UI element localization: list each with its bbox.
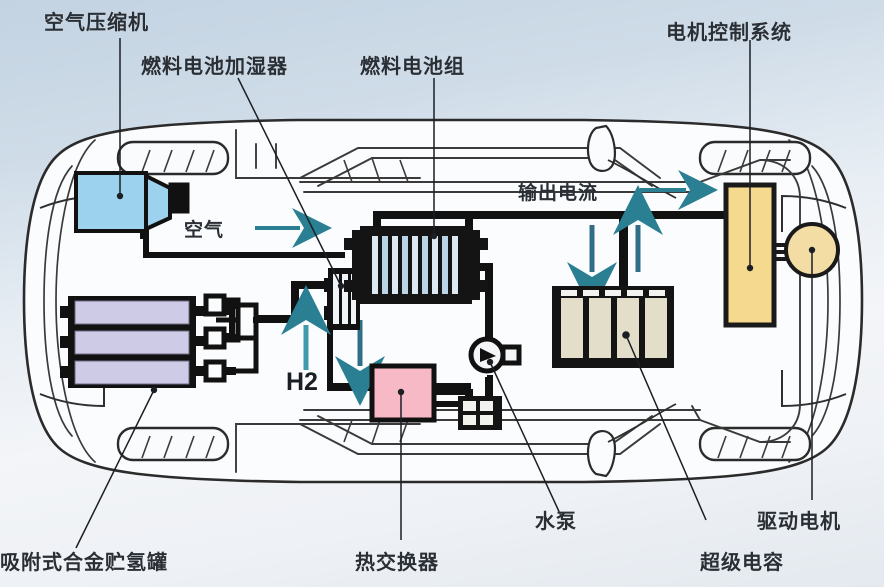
label-air-flow: 空气: [184, 220, 225, 241]
mirror-top: [586, 124, 616, 172]
label-hydrogen: H2: [286, 368, 318, 396]
hydrogen-storage-tanks: [60, 293, 236, 388]
hydrogen-tank-piping: [236, 302, 259, 374]
air-compressor-component: [74, 171, 190, 233]
car-inner-contour: [43, 139, 841, 463]
label-water-pump: 水泵: [535, 511, 577, 533]
car-rear-panel: [759, 159, 801, 443]
supercapacitor-component: [552, 286, 674, 368]
label-fuel-cell-stack: 燃料电池组: [360, 56, 465, 78]
mirror-bottom: [586, 430, 616, 478]
label-heat-exchanger: 热交换器: [355, 552, 439, 574]
callout-leader-lines: [75, 38, 816, 549]
wheel-front-left: [116, 140, 230, 176]
car-side-mirrors: [586, 124, 616, 478]
label-output-current: 输出电流: [518, 183, 599, 204]
label-air-compressor: 空气压缩机: [44, 12, 149, 34]
car-wheel-treads: [141, 149, 791, 459]
label-motor-control-system: 电机控制系统: [666, 22, 792, 44]
fuel-cell-stack-component: [344, 226, 488, 304]
water-pump-component: [468, 336, 522, 374]
car-wheels: [116, 140, 812, 462]
wheel-rear-right: [698, 426, 812, 462]
label-fuel-cell-humidifier: 燃料电池加湿器: [141, 56, 288, 78]
label-metal-hydride-tank: 吸附式合金贮氢罐: [0, 552, 168, 574]
car-mirror-arms: [607, 159, 677, 443]
wheel-front-right: [116, 426, 230, 462]
wheel-rear-left: [698, 140, 812, 176]
label-drive-motor: 驱动电机: [757, 511, 841, 533]
label-supercapacitor: 超级电容: [700, 552, 784, 574]
radiator-block-component: [458, 396, 502, 430]
